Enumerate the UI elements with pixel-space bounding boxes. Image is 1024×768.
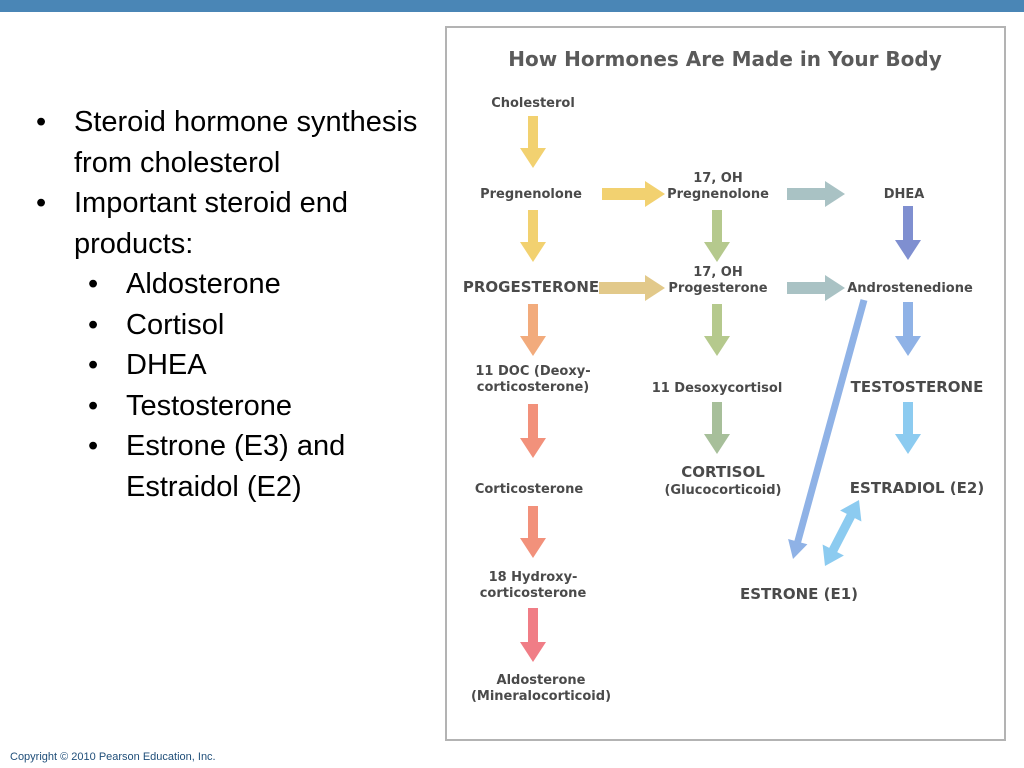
arrow-18hydroxy-to-aldosterone bbox=[520, 608, 546, 662]
sub-bullet-item: Aldosterone bbox=[30, 264, 430, 305]
sub-bullet-item: Cortisol bbox=[30, 305, 430, 346]
arrow-androstenedione-to-estrone bbox=[788, 299, 868, 559]
bullet-list: Steroid hormone synthesis from cholester… bbox=[30, 102, 430, 507]
node-desoxycortisol: 11 Desoxycortisol bbox=[652, 381, 783, 396]
node-testosterone: TESTOSTERONE bbox=[851, 378, 984, 396]
node-doc-line1: 11 DOC (Deoxy- bbox=[475, 364, 590, 379]
node-corticosterone: Corticosterone bbox=[475, 482, 584, 497]
arrow-group bbox=[520, 116, 921, 662]
node-cholesterol: Cholesterol bbox=[491, 96, 575, 111]
node-androstenedione: Androstenedione bbox=[847, 281, 973, 296]
bullet-item: Important steroid end products: bbox=[30, 183, 430, 264]
arrow-progesterone-to-17oh-progesterone bbox=[599, 275, 665, 301]
hormone-flow-svg: How Hormones Are Made in Your Body Chole… bbox=[463, 47, 984, 704]
sub-bullet-item: Estrone (E3) and Estraidol (E2) bbox=[30, 426, 430, 507]
arrow-androstenedione-to-testosterone bbox=[895, 302, 921, 356]
node-progesterone: PROGESTERONE bbox=[463, 278, 599, 296]
node-estrone: ESTRONE (E1) bbox=[740, 585, 858, 603]
node-pregnenolone: Pregnenolone bbox=[480, 187, 582, 202]
arrow-cholesterol-to-pregnenolone bbox=[520, 116, 546, 168]
top-accent-bar bbox=[0, 0, 1024, 12]
arrow-desoxycortisol-to-cortisol bbox=[704, 402, 730, 454]
arrow-pregnenolone-to-progesterone bbox=[520, 210, 546, 262]
copyright-notice: Copyright © 2010 Pearson Education, Inc. bbox=[10, 751, 216, 763]
node-17oh-progesterone-line1: 17, OH bbox=[693, 265, 743, 280]
node-cortisol-line1: CORTISOL bbox=[681, 463, 765, 481]
node-cortisol-line2: (Glucocorticoid) bbox=[664, 483, 781, 498]
node-17oh-pregnenolone-line1: 17, OH bbox=[693, 171, 743, 186]
diagram-title: How Hormones Are Made in Your Body bbox=[508, 47, 941, 71]
node-17oh-progesterone-line2: Progesterone bbox=[668, 281, 767, 296]
sub-bullet-item: Testosterone bbox=[30, 386, 430, 427]
arrow-progesterone-to-doc bbox=[520, 304, 546, 356]
bullet-item: Steroid hormone synthesis from cholester… bbox=[30, 102, 430, 183]
arrow-pregnenolone-to-17oh-pregnenolone bbox=[602, 181, 665, 207]
arrow-17oh-pregnenolone-to-dhea bbox=[787, 181, 845, 207]
node-doc-line2: corticosterone) bbox=[477, 380, 589, 395]
arrow-17oh-pregnenolone-to-17oh-progesterone bbox=[704, 210, 730, 262]
arrow-dhea-to-androstenedione bbox=[895, 206, 921, 260]
node-estradiol: ESTRADIOL (E2) bbox=[850, 479, 984, 497]
arrow-17oh-progesterone-to-androstenedione bbox=[787, 275, 845, 301]
arrow-17oh-progesterone-to-desoxycortisol bbox=[704, 304, 730, 356]
sub-bullet-item: DHEA bbox=[30, 345, 430, 386]
arrow-doc-to-corticosterone bbox=[520, 404, 546, 458]
arrow-corticosterone-to-18hydroxy bbox=[520, 506, 546, 558]
arrow-estradiol-estrone-double bbox=[822, 500, 862, 566]
node-18-hydroxy-line1: 18 Hydroxy- bbox=[489, 570, 578, 585]
arrow-testosterone-to-estradiol bbox=[895, 402, 921, 454]
node-aldosterone-line2: (Mineralocorticoid) bbox=[471, 689, 611, 704]
node-17oh-pregnenolone-line2: Pregnenolone bbox=[667, 187, 769, 202]
node-dhea: DHEA bbox=[884, 187, 925, 202]
node-aldosterone-line1: Aldosterone bbox=[497, 673, 586, 688]
node-18-hydroxy-line2: corticosterone bbox=[480, 586, 587, 601]
hormone-diagram: How Hormones Are Made in Your Body Chole… bbox=[445, 26, 1006, 741]
